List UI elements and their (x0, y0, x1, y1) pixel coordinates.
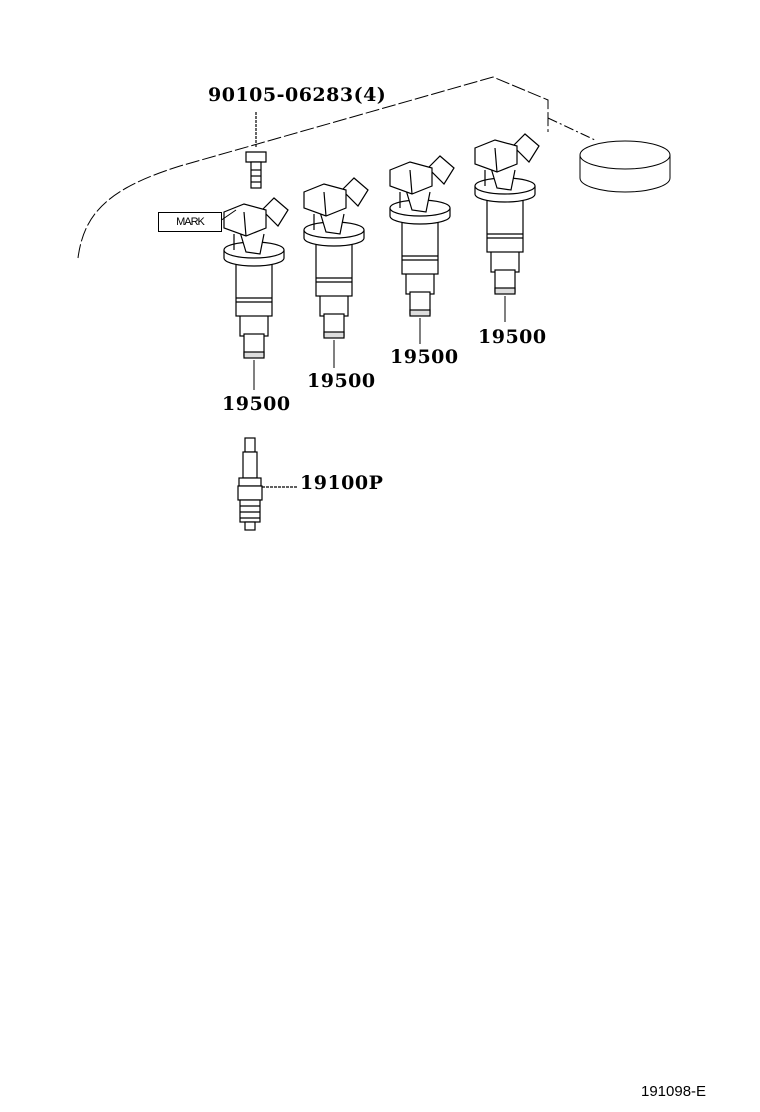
mark-label: MARK (158, 212, 222, 232)
mark-leader (219, 209, 237, 222)
cap-icon (579, 140, 671, 193)
cover-outline (77, 76, 549, 259)
bolt-icon (245, 112, 267, 189)
ignition-coil-1 (223, 197, 289, 390)
coil-part-label-2: 19500 (307, 370, 376, 392)
figure-code: 191098-E (641, 1083, 707, 1100)
spark-plug-icon (237, 437, 298, 531)
coil-part-label-1: 19500 (222, 393, 291, 415)
spark-plug-part-label: 19100P (300, 472, 384, 494)
coil-part-label-3: 19500 (390, 346, 459, 368)
ignition-coil-4 (474, 133, 540, 322)
ignition-coil-3 (389, 155, 455, 344)
coil-part-label-4: 19500 (478, 326, 547, 348)
ignition-coil-2 (303, 177, 369, 368)
cover-leader (547, 117, 596, 141)
bolt-part-label: 90105-06283(4) (208, 84, 387, 106)
